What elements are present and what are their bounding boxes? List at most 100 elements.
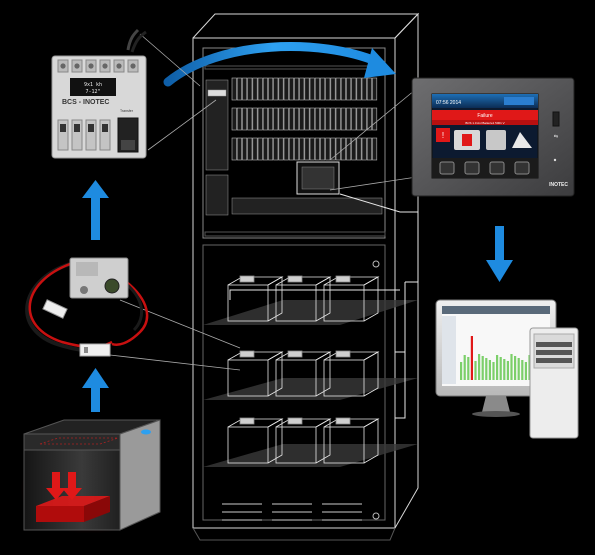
cabinet-lock — [372, 260, 380, 268]
bcs-screw — [74, 63, 80, 69]
cabinet-wiring — [229, 193, 419, 419]
cabinet-module — [325, 107, 331, 131]
cabinet-module — [257, 107, 263, 131]
monitor-bar — [463, 355, 466, 380]
cabinet-module — [335, 77, 341, 101]
monitor-bar — [481, 356, 484, 380]
cabinet-module — [361, 137, 367, 161]
cabinet-module — [361, 77, 367, 101]
shelf-2 — [203, 378, 418, 400]
bcs-terminal-bottom — [85, 119, 97, 151]
bcs-screw — [130, 63, 136, 69]
battery-box — [227, 284, 269, 322]
battery-box-side — [315, 276, 331, 322]
cabinet-module — [320, 107, 326, 131]
bcs-brand-label: BCS - INOTEC — [62, 99, 109, 106]
cabinet-module — [299, 77, 305, 101]
bcs-screw — [60, 63, 66, 69]
panel-logo: INOTEC — [549, 182, 568, 188]
battery-box — [323, 284, 365, 322]
shelf-3 — [203, 444, 418, 467]
cabinet-module — [283, 137, 289, 161]
battery-box-top — [227, 351, 284, 361]
cabinet-module — [351, 107, 357, 131]
cabinet-module — [294, 77, 300, 101]
cabinet-module — [252, 107, 258, 131]
cabinet-module — [330, 77, 336, 101]
computer-tower — [529, 327, 579, 439]
cabinet-module — [262, 77, 268, 101]
bcs-terminal-bottom — [71, 119, 83, 151]
cabinet-module — [325, 77, 331, 101]
bcs-screw — [88, 63, 94, 69]
panel-status-text: Failure — [477, 113, 493, 119]
touch-panel: 07:56 2014 Failure BCS 1.0 Anl Batterie1… — [411, 77, 575, 197]
cabinet-module — [252, 137, 258, 161]
cabinet-module — [236, 107, 242, 131]
battery-box — [323, 426, 365, 464]
bcs-terminal-bottom — [57, 119, 69, 151]
cabinet-mini-display — [296, 161, 340, 195]
battery-box-top — [323, 418, 380, 428]
cabinet-module — [268, 107, 274, 131]
cabinet-module — [356, 77, 362, 101]
battery-sensor — [239, 275, 255, 283]
battery-box-side — [363, 418, 379, 464]
cabinet-module — [335, 137, 341, 161]
battery-box-top — [227, 276, 284, 286]
cabinet-module — [236, 77, 242, 101]
battery-box-side — [267, 418, 283, 464]
cabinet-module — [314, 137, 320, 161]
monitor-bar — [514, 356, 517, 380]
battery-box-top — [275, 351, 332, 361]
cabinet-module — [372, 77, 378, 101]
monitor-bar — [467, 357, 470, 380]
cabinet-module — [356, 107, 362, 131]
sensor-relay — [25, 257, 149, 357]
cabinet-module — [283, 77, 289, 101]
cabinet-module — [236, 137, 242, 161]
flow-arrow-module-to-panel — [163, 42, 396, 87]
battery-box — [275, 426, 317, 464]
cabinet-module — [320, 77, 326, 101]
cabinet-module — [268, 137, 274, 161]
cabinet-module — [231, 107, 237, 131]
panel-alert-icon[interactable] — [436, 128, 450, 142]
cabinet-module — [351, 77, 357, 101]
cabinet-module — [262, 107, 268, 131]
panel-nav-button — [489, 161, 505, 175]
cabinet-module — [273, 137, 279, 161]
cabinet-module — [372, 137, 378, 161]
battery-sensor — [287, 417, 303, 425]
cabinet-module — [242, 107, 248, 131]
cabinet-module — [278, 137, 284, 161]
battery-box-side — [363, 276, 379, 322]
panel-device-icon[interactable] — [486, 130, 506, 150]
monitor-bar — [492, 362, 495, 380]
cabinet-module — [304, 137, 310, 161]
flow-arrow-up-1 — [82, 180, 109, 240]
battery-sensor — [335, 417, 351, 425]
monitor-bar — [485, 358, 488, 380]
cabinet-terminal-blocks — [205, 79, 383, 216]
cabinet-module — [242, 77, 248, 101]
monitor-bar — [470, 336, 473, 380]
panel-module-icon[interactable] — [512, 132, 532, 148]
cabinet-module — [262, 137, 268, 161]
cabinet-lock-bottom — [372, 512, 380, 520]
cabinet-module — [231, 137, 237, 161]
bcs-terminal-slot — [74, 124, 80, 132]
cabinet-module — [231, 77, 237, 101]
computer-monitor — [435, 299, 557, 417]
cabinet-module — [268, 77, 274, 101]
monitor-bar — [499, 357, 502, 380]
cabinet-module — [257, 137, 263, 161]
cabinet-module — [273, 77, 279, 101]
monitor-bar — [496, 355, 499, 380]
cabinet-module — [304, 77, 310, 101]
cabinet-module — [247, 107, 253, 131]
bcs-screw — [102, 63, 108, 69]
bcs-terminal-slot — [88, 124, 94, 132]
cabinet-module — [252, 77, 258, 101]
